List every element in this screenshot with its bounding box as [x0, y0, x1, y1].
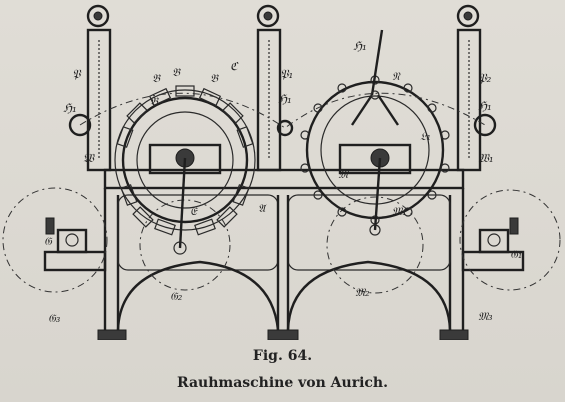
- label-B-center: 𝔅: [150, 95, 159, 108]
- foot-left: [97, 329, 127, 340]
- frame-top-rail: [103, 168, 465, 190]
- right-swing-arm: [373, 157, 382, 231]
- label-E: 𝔈: [190, 205, 199, 218]
- foot-right: [439, 329, 469, 340]
- right-guide-roller: [473, 113, 497, 137]
- machine-diagram: 𝔓 𝔓₁ 𝔓₂ ℌ₁ ℌ₁ ℌ₁ ℌ₁ 𝔚 𝔚₁ 𝔅 𝔅 𝔅 𝔅 ℭ 𝔈 𝔊 𝔊…: [2, 4, 561, 340]
- foot-center: [267, 329, 299, 340]
- left-drum-outer: [121, 96, 249, 224]
- label-B1: 𝔅: [152, 72, 161, 85]
- right-lower-path: [326, 196, 424, 294]
- label-H1-center: ℌ₁: [278, 92, 292, 106]
- label-P1: 𝔓₁: [280, 67, 293, 81]
- label-G-left: 𝔊: [44, 235, 53, 248]
- label-M3: 𝔐₂: [355, 286, 370, 299]
- cloth-path: [79, 92, 486, 129]
- right-arch: [286, 260, 452, 331]
- left-roll-path: [2, 187, 108, 293]
- left-guide-roller: [68, 113, 92, 137]
- label-L: 𝔏₁: [420, 130, 431, 143]
- figure-title: Rauhmaschine von Aurich.: [177, 375, 388, 391]
- right-drum-inner: [320, 95, 430, 205]
- label-P: 𝔓: [72, 67, 82, 81]
- left-bracket: [43, 250, 107, 272]
- label-P2: 𝔓₂: [478, 71, 492, 85]
- right-roll-path: [459, 189, 561, 291]
- center-guide-roller: [276, 119, 294, 137]
- label-M4: 𝔐₃: [478, 310, 493, 323]
- left-arch: [116, 260, 280, 331]
- label-M1: 𝔐: [338, 168, 350, 181]
- label-W: 𝔚: [83, 151, 96, 165]
- label-C: ℭ: [230, 60, 239, 73]
- label-G2: 𝔊₂: [170, 290, 182, 303]
- left-lower-path: [139, 199, 231, 291]
- label-B3: 𝔅: [210, 72, 219, 85]
- left-drum-teeth: [116, 85, 254, 236]
- left-bearing: [45, 217, 88, 254]
- screw-column-right: [456, 4, 482, 172]
- label-R: 𝔑: [392, 70, 401, 83]
- left-swing-arm: [178, 157, 187, 249]
- label-H1-top: ℌ₁: [353, 39, 367, 53]
- label-A1: 𝔄: [258, 202, 267, 215]
- label-G3: 𝔊₃: [48, 312, 60, 325]
- label-G1-right: 𝔊₁: [510, 248, 522, 261]
- right-swing-pivot: [369, 224, 381, 236]
- right-drum-hooks: [300, 75, 450, 225]
- screw-column-center: [256, 4, 282, 172]
- label-B2: 𝔅: [172, 66, 181, 79]
- right-bearing: [478, 217, 519, 254]
- right-panel: [287, 194, 451, 271]
- screw-column-left: [86, 4, 112, 172]
- right-drum-support: [338, 143, 412, 175]
- label-H1-right: ℌ₁: [478, 99, 492, 113]
- left-drum-inner: [136, 111, 234, 209]
- tongs-lever: [351, 29, 399, 126]
- figure-number: Fig. 64.: [252, 348, 313, 364]
- label-M2: 𝔐₁: [392, 205, 407, 218]
- label-H1-left: ℌ₁: [63, 101, 77, 115]
- left-drum-teeth-ring: [114, 89, 256, 231]
- left-swing-pivot: [173, 241, 187, 255]
- label-W1: 𝔚₁: [478, 151, 494, 165]
